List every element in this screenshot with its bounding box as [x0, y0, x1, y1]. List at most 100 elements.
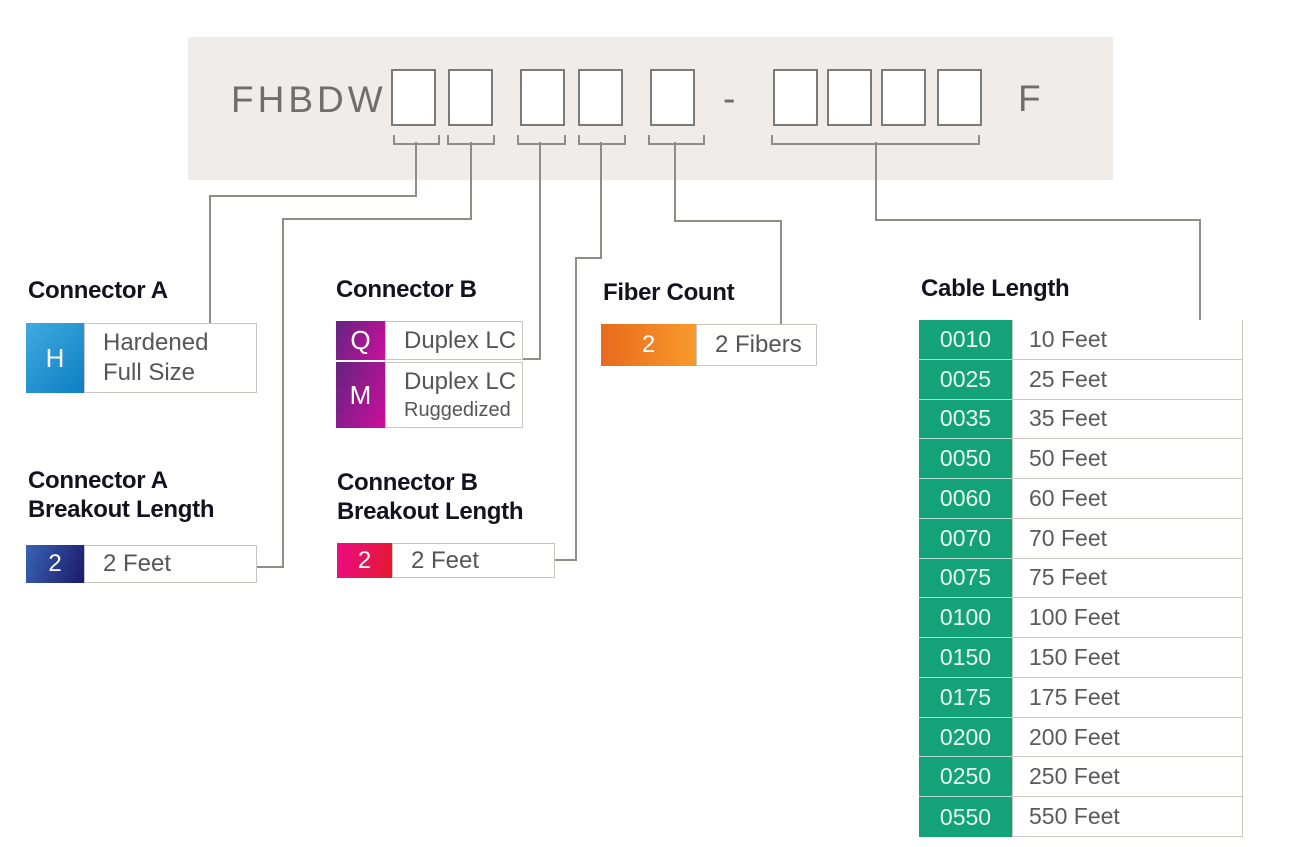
- cable-length-label-cell: 100 Feet: [1012, 598, 1243, 639]
- cable-length-label-cell: 70 Feet: [1012, 518, 1243, 559]
- connector-line: [555, 559, 577, 561]
- cable-length-table: 0010 10 Feet 0025 25 Feet 0035 35 Feet 0…: [919, 320, 1243, 837]
- connector-a-option: H Hardened Full Size: [26, 323, 257, 393]
- connector-a-title: Connector A: [28, 277, 168, 304]
- cable-length-row: 0175 175 Feet: [919, 677, 1243, 718]
- cable-length-row: 0150 150 Feet: [919, 638, 1243, 678]
- connector-b-option-q: Q Duplex LC: [336, 321, 523, 360]
- digit-box-fiber-count: [650, 69, 695, 126]
- connector-b-breakout-option: 2 2 Feet: [337, 543, 555, 578]
- cable-length-code-cell: 0175: [919, 677, 1012, 718]
- digit-box-cable-length-1: [773, 69, 818, 126]
- digit-box-cable-length-2: [827, 69, 872, 126]
- cable-length-code-cell: 0550: [919, 797, 1012, 837]
- cable-length-label-cell: 200 Feet: [1012, 717, 1243, 758]
- cable-length-code-cell: 0070: [919, 518, 1012, 559]
- cable-length-code-cell: 0150: [919, 638, 1012, 678]
- fiber-count-code: 2: [641, 331, 656, 358]
- part-number-separator: -: [723, 78, 736, 119]
- connector-b-m-label-line1: Duplex LC: [404, 368, 517, 395]
- connector-line: [600, 142, 602, 259]
- cable-length-row: 0060 60 Feet: [919, 479, 1243, 519]
- connector-line: [674, 220, 782, 222]
- cable-length-label-cell: 60 Feet: [1012, 479, 1243, 519]
- bracket-connector-b-breakout: [578, 135, 626, 145]
- cable-length-label-cell: 35 Feet: [1012, 399, 1243, 440]
- connector-b-q-label-cell: Duplex LC: [385, 321, 523, 360]
- connector-a-breakout-title-line1: Connector A: [28, 467, 168, 494]
- connector-a-breakout-title: Connector A Breakout Length: [28, 466, 214, 524]
- cable-length-row: 0200 200 Feet: [919, 717, 1243, 758]
- cable-length-label-cell: 10 Feet: [1012, 320, 1243, 360]
- cable-length-row: 0035 35 Feet: [919, 399, 1243, 440]
- cable-length-code-cell: 0050: [919, 439, 1012, 480]
- cable-length-label-cell: 50 Feet: [1012, 439, 1243, 480]
- cable-length-code-cell: 0010: [919, 320, 1012, 360]
- cable-length-label-cell: 175 Feet: [1012, 677, 1243, 718]
- connector-b-breakout-title: Connector B Breakout Length: [337, 468, 523, 526]
- connector-b-m-label-cell: Duplex LC Ruggedized: [385, 362, 523, 428]
- cable-length-code-cell: 0035: [919, 399, 1012, 440]
- connector-a-code-cell: H: [26, 323, 84, 393]
- connector-b-title: Connector B: [336, 276, 477, 303]
- cable-length-label-cell: 150 Feet: [1012, 638, 1243, 678]
- cable-length-code-cell: 0060: [919, 479, 1012, 519]
- cable-length-code-cell: 0200: [919, 717, 1012, 758]
- connector-b-breakout-title-line2: Breakout Length: [337, 498, 524, 525]
- connector-line: [470, 142, 472, 220]
- cable-length-label-cell: 550 Feet: [1012, 797, 1243, 837]
- cable-length-row: 0070 70 Feet: [919, 518, 1243, 559]
- cable-length-row: 0550 550 Feet: [919, 797, 1243, 837]
- connector-line: [780, 220, 782, 325]
- cable-length-code-cell: 0250: [919, 757, 1012, 798]
- connector-a-label-line2: Full Size: [103, 359, 196, 386]
- connector-b-q-label: Duplex LC: [404, 326, 517, 354]
- cable-length-title: Cable Length: [921, 275, 1070, 302]
- connector-b-m-code: M: [349, 379, 372, 410]
- fiber-count-title: Fiber Count: [603, 279, 735, 306]
- connector-b-q-code: Q: [350, 325, 371, 355]
- digit-box-connector-a-breakout: [448, 69, 493, 126]
- cable-length-row: 0100 100 Feet: [919, 598, 1243, 639]
- connector-a-breakout-code-cell: 2: [26, 545, 84, 583]
- cable-length-label-cell: 250 Feet: [1012, 757, 1243, 798]
- cable-length-label-cell: 25 Feet: [1012, 359, 1243, 400]
- digit-box-cable-length-4: [937, 69, 982, 126]
- cable-length-code-cell: 0100: [919, 598, 1012, 639]
- connector-line: [1199, 219, 1201, 322]
- connector-a-breakout-label-cell: 2 Feet: [84, 545, 257, 583]
- fiber-count-label-cell: 2 Fibers: [696, 324, 817, 366]
- connector-b-breakout-label-cell: 2 Feet: [392, 543, 555, 578]
- connector-a-breakout-option: 2 2 Feet: [26, 545, 257, 583]
- connector-line: [282, 218, 472, 220]
- connector-a-label-line1: Hardened: [103, 329, 209, 356]
- connector-b-q-code-cell: Q: [336, 321, 385, 360]
- cable-length-row: 0250 250 Feet: [919, 757, 1243, 798]
- cable-length-code-cell: 0075: [919, 558, 1012, 599]
- connector-line: [523, 358, 541, 360]
- connector-b-breakout-title-line1: Connector B: [337, 469, 478, 496]
- connector-line: [209, 195, 211, 324]
- connector-line: [674, 142, 676, 222]
- digit-box-connector-b-breakout: [578, 69, 623, 126]
- cable-length-row: 0010 10 Feet: [919, 320, 1243, 360]
- bracket-fiber-count: [648, 135, 705, 145]
- connector-b-breakout-label: 2 Feet: [411, 546, 480, 574]
- connector-line: [539, 142, 541, 360]
- part-number-prefix: FHBDW -: [231, 79, 418, 120]
- connector-b-option-m: M Duplex LC Ruggedized: [336, 362, 523, 428]
- part-number-suffix: F: [1018, 78, 1041, 119]
- cable-length-row: 0075 75 Feet: [919, 558, 1243, 599]
- fiber-count-option: 2 2 Fibers: [601, 324, 817, 366]
- cable-length-row: 0050 50 Feet: [919, 439, 1243, 480]
- connector-line: [575, 257, 602, 259]
- digit-box-connector-a: [391, 69, 436, 126]
- digit-box-connector-b: [520, 69, 565, 126]
- bracket-connector-b: [517, 135, 566, 145]
- connector-line: [415, 142, 417, 197]
- connector-b-m-label-line2: Ruggedized: [404, 399, 511, 421]
- connector-line: [875, 219, 1201, 221]
- connector-line: [257, 566, 284, 568]
- connector-b-breakout-code: 2: [357, 546, 372, 574]
